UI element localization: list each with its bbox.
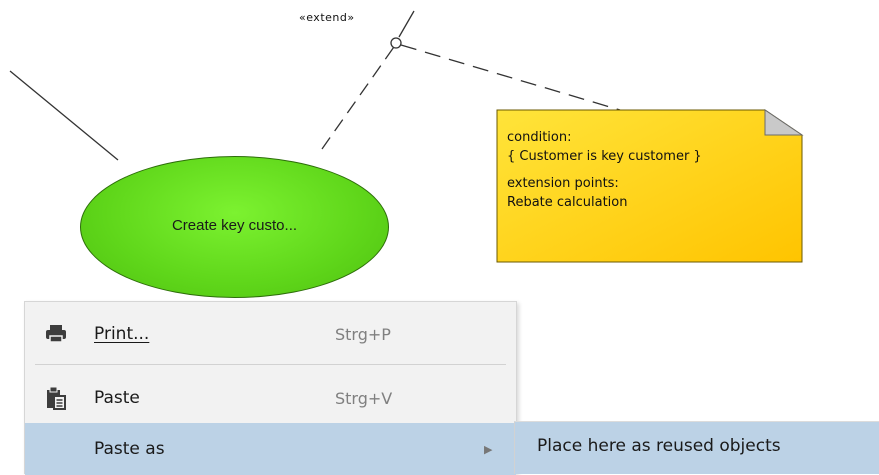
use-case-name: Create key custo... bbox=[171, 216, 298, 234]
menu-item-paste-label: Paste bbox=[94, 388, 140, 408]
printer-icon bbox=[46, 325, 66, 343]
submenu-item-place-reused[interactable]: Place here as reused objects bbox=[515, 422, 879, 474]
submenu-arrow-icon: ▶ bbox=[484, 442, 493, 456]
clipboard-icon bbox=[47, 386, 66, 410]
use-case-ellipse[interactable]: Create key custo... bbox=[80, 156, 389, 298]
menu-item-paste-shortcut: Strg+V bbox=[335, 388, 393, 408]
condition-heading: condition: bbox=[507, 130, 572, 145]
extension-points-heading: extension points: bbox=[507, 176, 619, 191]
extend-stereotype-label: «extend» bbox=[299, 11, 355, 24]
extension-point-marker bbox=[390, 37, 402, 49]
extension-points-text: Rebate calculation bbox=[507, 195, 628, 210]
condition-note[interactable]: condition: { Customer is key customer } … bbox=[497, 110, 802, 262]
submenu-item-place-reused-label: Place here as reused objects bbox=[537, 436, 781, 456]
extend-arrow-line bbox=[398, 10, 415, 38]
paste-as-submenu: Place here as reused objects bbox=[514, 421, 879, 474]
context-menu: Print... Strg+P Paste Strg+V Paste as ▶ bbox=[24, 301, 517, 475]
menu-item-print-label: Print... bbox=[94, 324, 150, 344]
note-anchor-line bbox=[400, 44, 621, 111]
menu-item-paste-as-label: Paste as bbox=[94, 439, 165, 459]
menu-item-paste-as[interactable]: Paste as ▶ bbox=[25, 423, 516, 475]
note-fold-corner bbox=[764, 109, 804, 136]
menu-item-paste[interactable]: Paste Strg+V bbox=[25, 372, 516, 424]
note-shape[interactable] bbox=[496, 109, 803, 263]
menu-item-print[interactable]: Print... Strg+P bbox=[25, 308, 516, 360]
actor-association-line[interactable] bbox=[9, 70, 119, 161]
menu-separator bbox=[35, 364, 506, 365]
menu-item-print-shortcut: Strg+P bbox=[335, 324, 391, 344]
extend-relationship-line[interactable] bbox=[321, 43, 397, 150]
condition-text: { Customer is key customer } bbox=[507, 149, 702, 164]
